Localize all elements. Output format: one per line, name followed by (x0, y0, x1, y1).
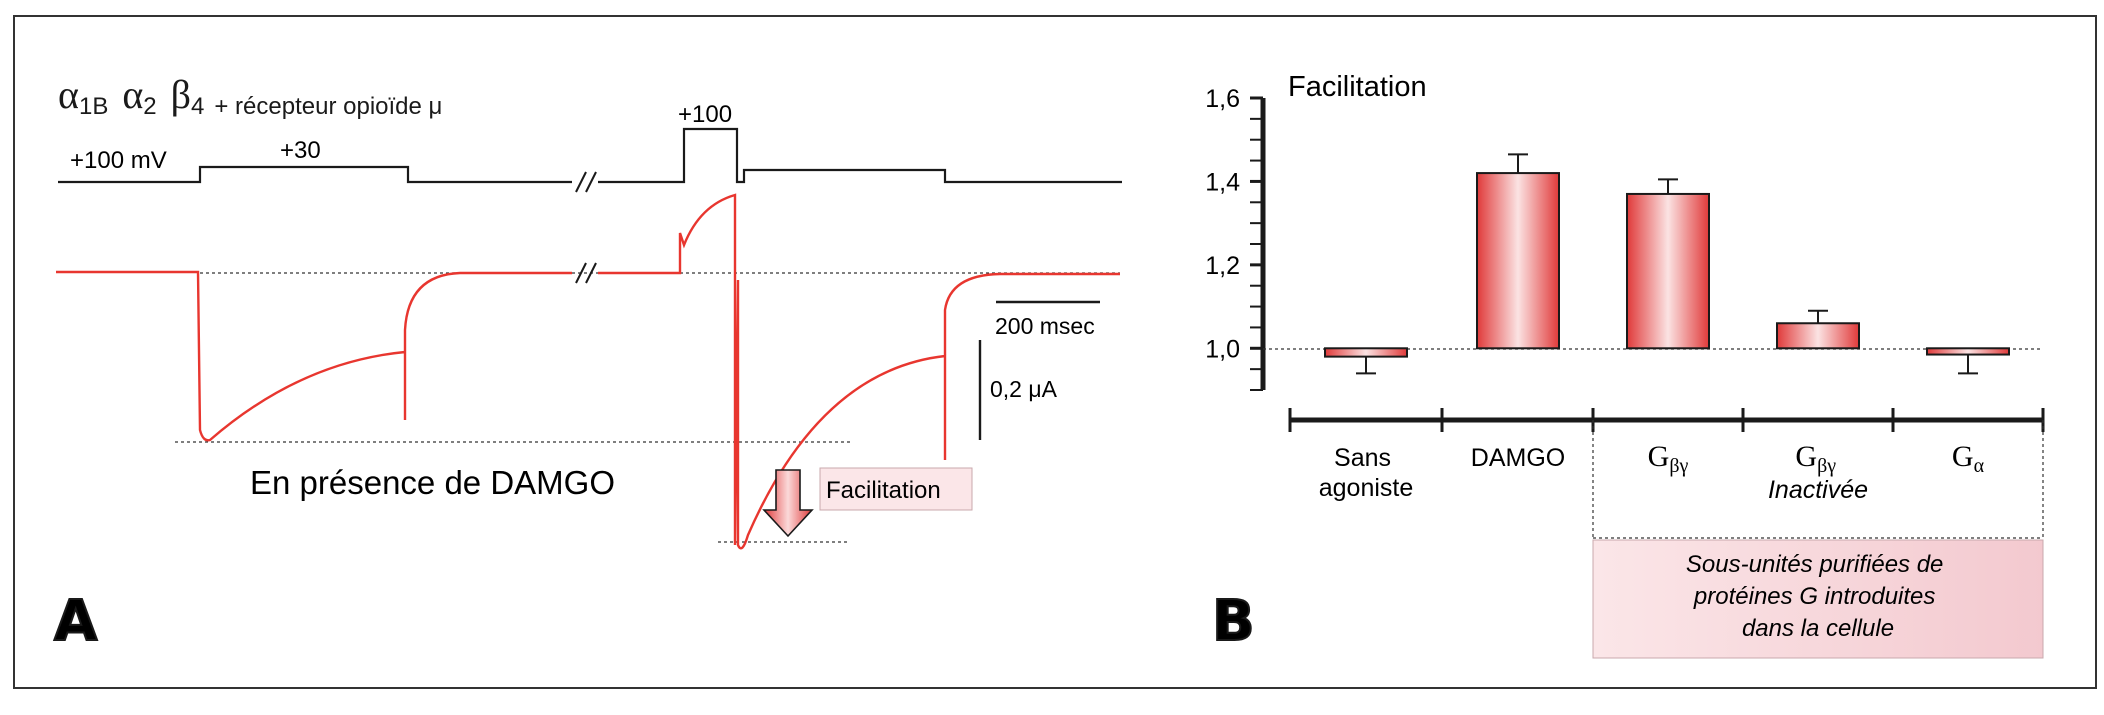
time-scale-label: 200 msec (995, 313, 1095, 339)
damgo-caption: En présence de DAMGO (250, 464, 615, 501)
category-label-agoniste: agoniste (1319, 474, 1414, 502)
voltage-protocol-trace (58, 165, 572, 184)
caption-line-2: protéines G introduites (1693, 583, 1935, 610)
title-beta4-sub: 4 (191, 93, 204, 120)
voltage-protocol-trace-2 (598, 127, 1122, 184)
bar (1324, 347, 1408, 358)
prepulse-potential-label: +100 (678, 101, 732, 128)
purified-subunits-bracket (1592, 420, 2044, 539)
category-label-damgo: DAMGO (1471, 444, 1565, 472)
current-trace-control (56, 270, 572, 442)
y-tick-label: 1,2 (1205, 252, 1240, 280)
title-receptor: + récepteur opioïde μ (214, 93, 442, 120)
caption-line-1: Sous-unités purifiées de (1686, 551, 1943, 578)
panel-b-label: B (1212, 589, 1255, 654)
facilitation-label-box (819, 467, 973, 511)
bar (1926, 347, 2010, 356)
y-axis-ticks (1250, 96, 1263, 391)
y-axis-title: Facilitation (1288, 71, 1427, 103)
title-alpha2-sub: 2 (143, 93, 156, 120)
bar-series (1324, 153, 2010, 375)
caption-line-3: dans la cellule (1742, 615, 1894, 642)
category-label-gbg-inactive: Gβγ Inactivée (1768, 440, 1868, 504)
title-alpha1-sub: 1B (79, 93, 108, 120)
step-potential-label: +30 (280, 137, 321, 164)
hold-potential-label: +100 mV (70, 147, 167, 174)
trace-break-mark (575, 262, 597, 284)
purified-subunits-caption: Sous-unités purifiées de protéines G int… (1686, 551, 1950, 642)
category-label-sans-agoniste: Sans agoniste (1319, 444, 1414, 502)
y-tick-label: 1,4 (1205, 168, 1240, 196)
bar (1776, 322, 1860, 350)
protocol-break-mark (575, 171, 597, 193)
figure-frame (13, 15, 2097, 689)
current-trace-facilitated (598, 193, 1120, 550)
current-scale-label: 0,2 μA (990, 376, 1058, 402)
title-beta4: β (171, 72, 191, 117)
inactivee-label: Inactivée (1768, 476, 1868, 504)
panel-a-label: A (54, 589, 98, 654)
y-tick-label: 1,6 (1205, 85, 1240, 113)
purified-subunits-box (1592, 539, 2044, 659)
bar (1476, 172, 1560, 350)
category-label-sans: Sans (1334, 444, 1391, 472)
facilitation-label: Facilitation (826, 477, 941, 504)
y-axis-tick-labels: 1,0 1,2 1,4 1,6 (1205, 85, 1240, 363)
y-tick-label: 1,0 (1205, 335, 1240, 363)
category-label-ga: Gα (1952, 440, 1985, 477)
bar (1626, 192, 1710, 350)
title-alpha1: α (58, 72, 79, 117)
title-alpha2: α (122, 72, 143, 117)
panel-b: 1,01,21,41,6 Facilitation Sans agoniste … (1205, 71, 2045, 659)
category-label-gbg: Gβγ (1648, 440, 1689, 477)
facilitation-arrow-icon (762, 469, 814, 538)
